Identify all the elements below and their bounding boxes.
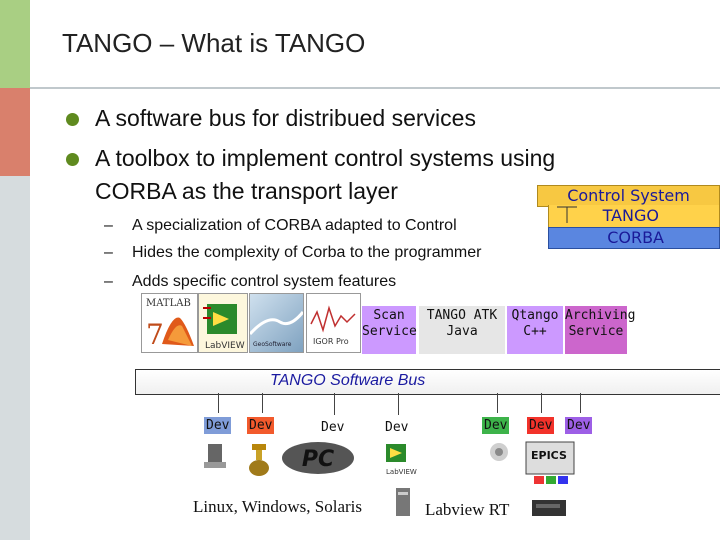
device-1: Dev xyxy=(204,417,231,434)
dev-connector xyxy=(580,393,581,413)
stack-control-system: Control System xyxy=(537,185,720,207)
stack-tango-label: TANGO xyxy=(603,206,659,226)
svg-text:MATLAB: MATLAB xyxy=(146,298,191,309)
igor-pro-logo: IGOR Pro xyxy=(306,293,361,353)
archiving-service: Archiving Service xyxy=(565,306,627,354)
dev-connector xyxy=(334,393,335,415)
svg-text:GeoSoftware: GeoSoftware xyxy=(253,341,292,348)
geosoftware-icon: GeoSoftware xyxy=(250,294,303,352)
labview-logo: LabVIEW xyxy=(198,293,248,353)
dev-connector xyxy=(218,393,219,413)
stack-connector-lines xyxy=(556,206,578,224)
dev-connector xyxy=(497,393,498,413)
sub-bullet-2: Hides the complexity of Corba to the pro… xyxy=(132,244,481,262)
bullet-1: A software bus for distribued services xyxy=(95,105,476,132)
stack-corba: CORBA xyxy=(548,227,720,249)
stack-control-system-label: Control System xyxy=(567,186,690,205)
qtango-service: Qtango C++ xyxy=(507,306,563,354)
bullet-dot-icon xyxy=(66,153,79,166)
bullet-dot-icon xyxy=(66,113,79,126)
device-3: Dev xyxy=(319,419,346,436)
pc-crate-icon: PC xyxy=(282,442,354,474)
device-2: Dev xyxy=(247,417,274,434)
dev-connector xyxy=(398,393,399,415)
labview-small-icon: LabVIEW xyxy=(386,444,417,476)
labview-rt-label: Labview RT xyxy=(425,500,509,520)
scan-service: Scan Service xyxy=(362,306,416,354)
labview-icon: LabVIEW xyxy=(199,294,247,352)
bullet-2: A toolbox to implement control systems u… xyxy=(95,145,555,172)
stripe-red xyxy=(0,88,30,176)
atk-line1: TANGO ATK xyxy=(419,308,505,324)
dash-1: – xyxy=(104,217,113,235)
sub-bullet-3: Adds specific control system features xyxy=(132,273,396,291)
sub-bullet-1: A specialization of CORBA adapted to Con… xyxy=(132,217,457,235)
atk-line2: Java xyxy=(419,324,505,340)
svg-text:LabVIEW: LabVIEW xyxy=(386,468,417,476)
igor-pro-icon: IGOR Pro xyxy=(307,294,360,352)
stack-corba-label: CORBA xyxy=(607,228,664,248)
valve-icon xyxy=(249,444,269,476)
matlab-icon: MATLAB 7 xyxy=(142,294,197,352)
qtango-line1: Qtango xyxy=(507,308,563,324)
dash-2: – xyxy=(104,244,113,262)
svg-text:7: 7 xyxy=(146,318,164,351)
connector-arrow-icon xyxy=(556,206,578,224)
archiving-line2: Service xyxy=(565,324,627,340)
camera-icon xyxy=(490,443,508,461)
dev-connector xyxy=(262,393,263,413)
archiving-line1: Archiving xyxy=(565,308,627,324)
dev-connector xyxy=(541,393,542,413)
stripe-gray xyxy=(0,176,30,540)
slide-title: TANGO – What is TANGO xyxy=(62,28,365,59)
svg-text:IGOR Pro: IGOR Pro xyxy=(313,337,349,346)
device-7: Dev xyxy=(565,417,592,434)
motor-icon xyxy=(204,444,226,468)
dash-3: – xyxy=(104,273,113,291)
device-6: Dev xyxy=(527,417,554,434)
os-label: Linux, Windows, Solaris xyxy=(193,497,362,517)
tango-software-bus xyxy=(135,369,720,395)
stripe-green xyxy=(0,0,30,88)
svg-text:PC: PC xyxy=(302,447,334,472)
title-divider xyxy=(30,87,720,89)
geosoftware-logo: GeoSoftware xyxy=(249,293,304,353)
device-4: Dev xyxy=(383,419,410,436)
tango-atk-service: TANGO ATK Java xyxy=(419,306,505,354)
matlab-logo: MATLAB 7 xyxy=(141,293,198,353)
realtime-box-icon xyxy=(532,500,566,516)
epics-label: EPICS xyxy=(531,449,567,462)
scan-service-line2: Service xyxy=(362,324,416,340)
qtango-line2: C++ xyxy=(507,324,563,340)
svg-text:LabVIEW: LabVIEW xyxy=(205,341,245,351)
bus-label: TANGO Software Bus xyxy=(270,372,425,390)
scan-service-line1: Scan xyxy=(362,308,416,324)
computer-tower-icon xyxy=(396,488,410,516)
bullet-2-continued: CORBA as the transport layer xyxy=(95,178,398,205)
device-5: Dev xyxy=(482,417,509,434)
